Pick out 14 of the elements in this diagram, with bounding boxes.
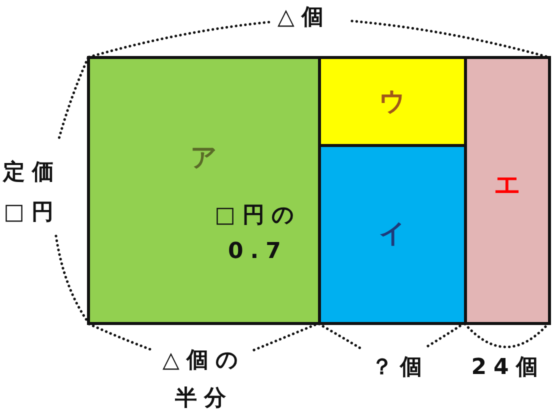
area-letter: イ (379, 221, 406, 247)
area-block (464, 56, 551, 325)
area-block (87, 56, 321, 325)
dimension-label: □円の0.7 (214, 202, 302, 266)
dimension-label: 24個 (470, 354, 546, 382)
dimension-label: 定価□円 (2, 158, 62, 227)
dimension-label: ？個 (370, 354, 430, 382)
dimension-label: △個の半分 (162, 347, 246, 413)
area-letter: ア (190, 145, 218, 171)
area-letter: ウ (379, 89, 406, 115)
area-block (318, 144, 467, 325)
area-block (318, 56, 467, 147)
dimension-label: △個 (276, 4, 332, 32)
area-letter: エ (494, 172, 521, 198)
